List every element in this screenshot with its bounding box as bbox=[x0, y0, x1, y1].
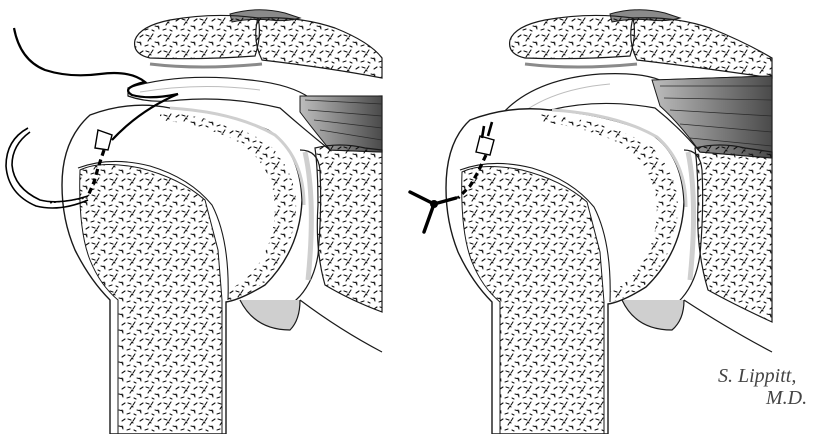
acromion-clavicle bbox=[135, 10, 382, 78]
signature-name: S. Lippitt, bbox=[718, 366, 796, 386]
left-panel bbox=[6, 10, 382, 434]
acromion-clavicle-right bbox=[510, 10, 772, 78]
artist-signature: S. Lippitt, M.D. bbox=[718, 366, 818, 426]
humerus bbox=[62, 105, 304, 434]
humerus-right bbox=[446, 109, 686, 434]
signature-degree: M.D. bbox=[766, 388, 807, 408]
